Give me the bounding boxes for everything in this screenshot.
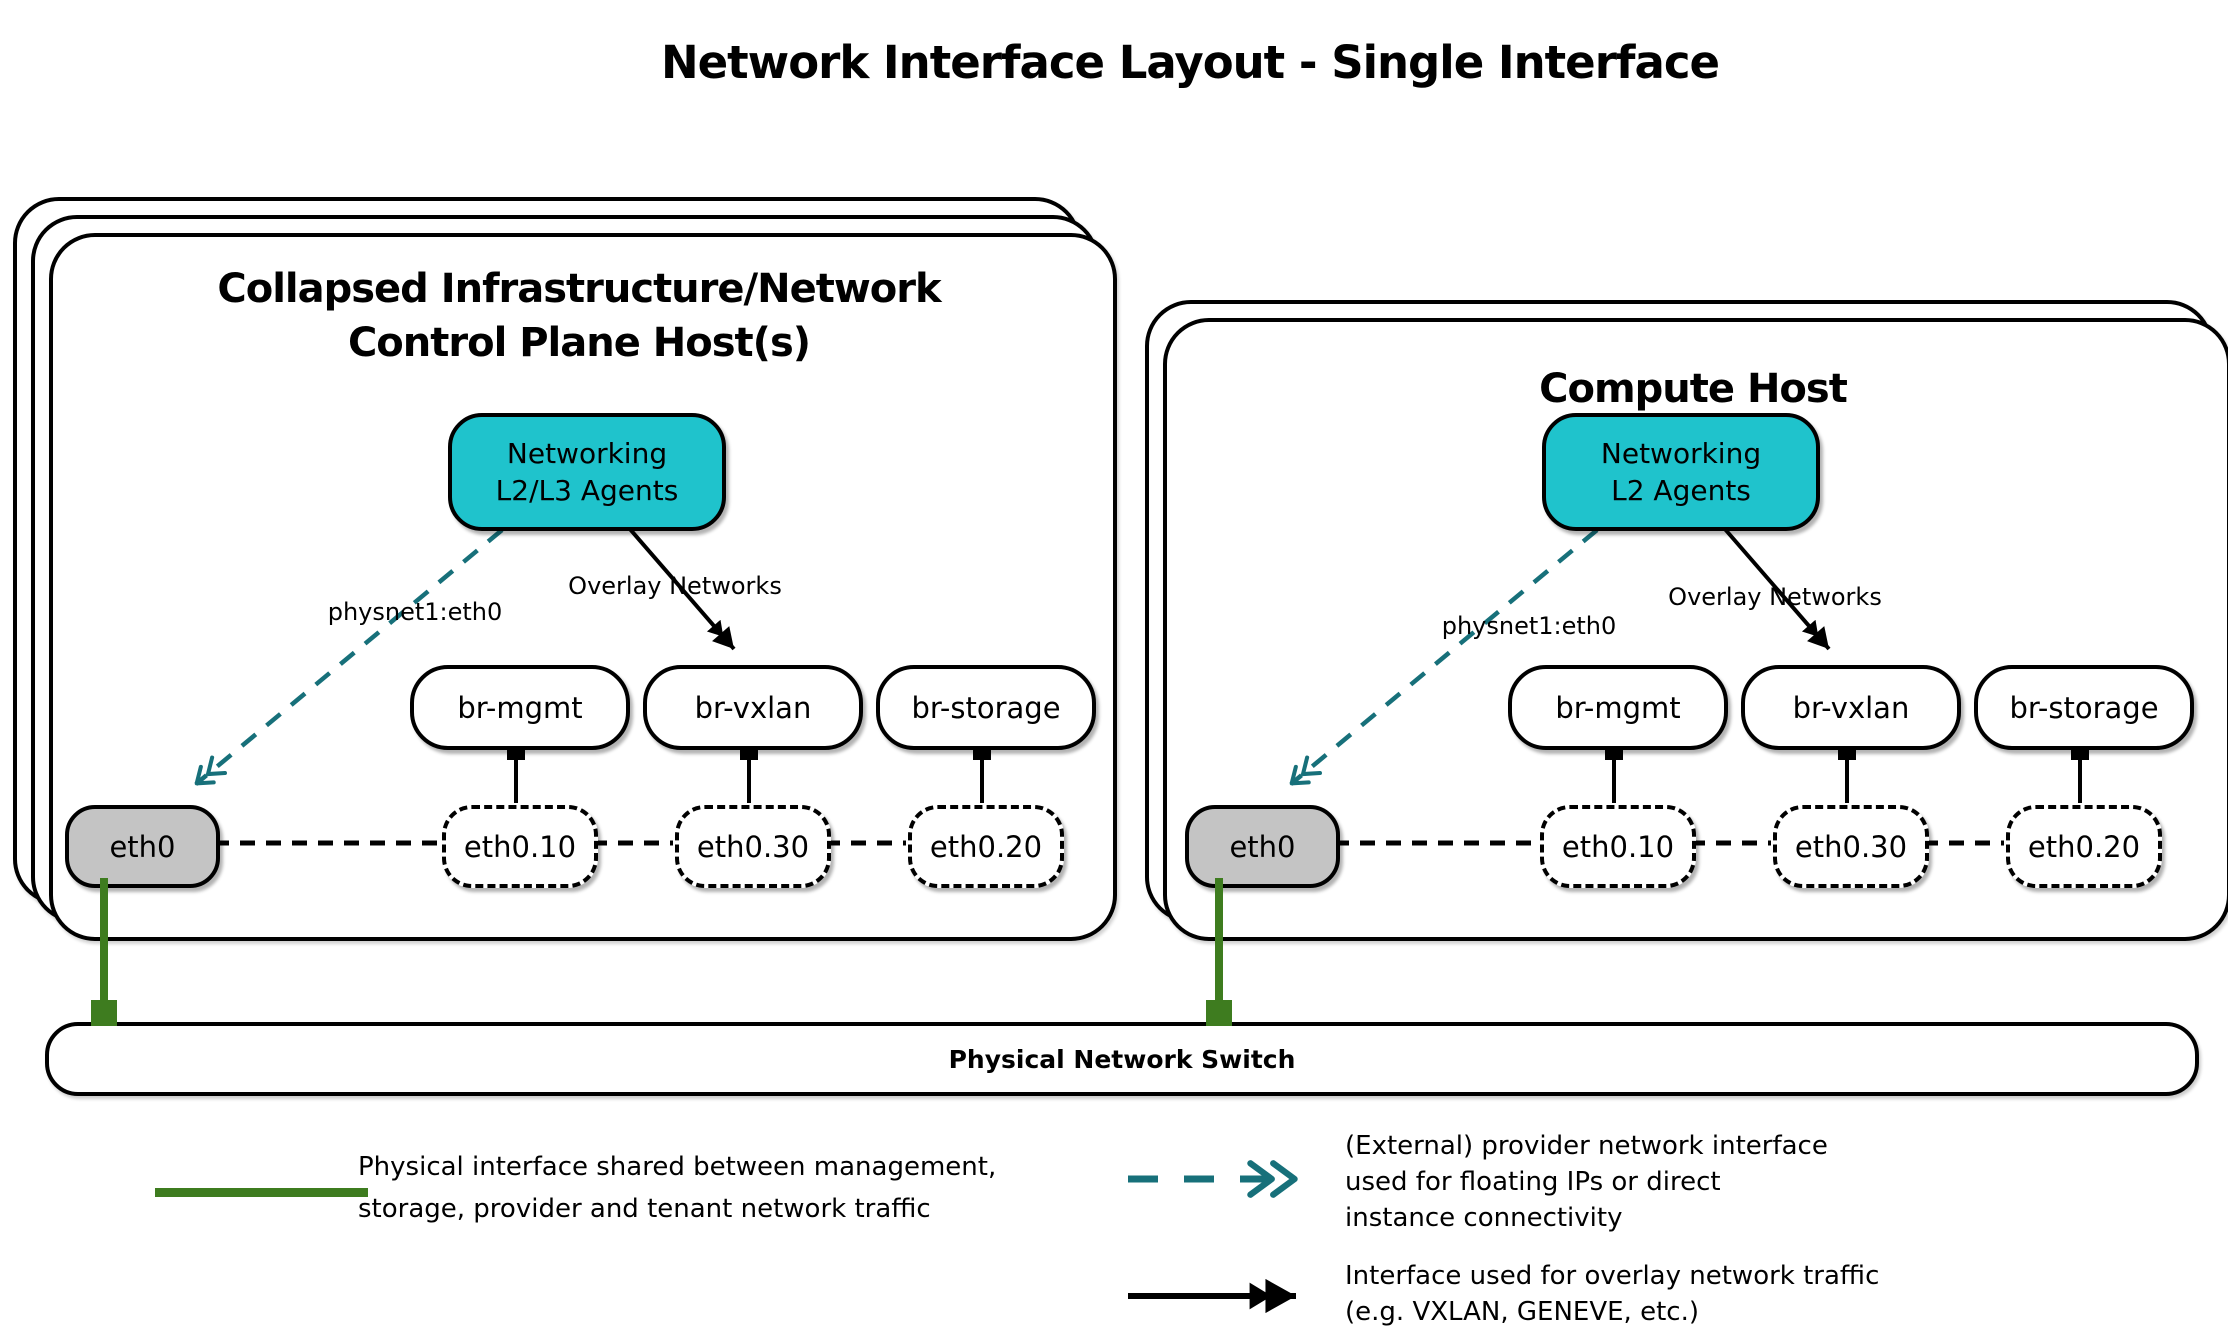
physical-port-left-icon [91,1000,117,1026]
compute-bridge-vxlan: br-vxlan [1741,665,1961,750]
legend-physical-text: Physical interface shared between manage… [358,1152,997,1224]
control-agents-node: Networking L2/L3 Agents [448,413,726,531]
compute-agents-node: Networking L2 Agents [1542,413,1820,531]
compute-bridge-storage: br-storage [1974,665,2194,750]
control-bridge-mgmt: br-mgmt [410,665,630,750]
switch-label: Physical Network Switch [948,1044,1296,1074]
legend-physical-line-icon [155,1188,368,1197]
control-host-title: Collapsed Infrastructure/Network Control… [217,266,941,366]
control-provider-label: physnet1:eth0 [327,598,503,626]
diagram-title: Network Interface Layout - Single Interf… [660,36,1720,89]
control-bridge-vxlan: br-vxlan [643,665,863,750]
physical-network-switch: Physical Network Switch [45,1022,2199,1096]
physical-link-right [1215,878,1223,1004]
physical-link-left [100,878,108,1004]
control-vlan-eth0-10: eth0.10 [442,805,598,888]
compute-host-title: Compute Host [1539,366,1848,412]
legend-provider-text: (External) provider network interface us… [1345,1131,1828,1233]
compute-bridge-mgmt: br-mgmt [1508,665,1728,750]
compute-vlan-eth0-30: eth0.30 [1773,805,1929,888]
physical-port-right-icon [1206,1000,1232,1026]
compute-overlay-label: Overlay Networks [1668,583,1882,611]
compute-provider-label: physnet1:eth0 [1441,612,1617,640]
control-bridge-storage: br-storage [876,665,1096,750]
compute-vlan-eth0-10: eth0.10 [1540,805,1696,888]
control-overlay-label: Overlay Networks [568,572,782,600]
legend-overlay-text: Interface used for overlay network traff… [1345,1261,1880,1327]
control-vlan-eth0-30: eth0.30 [675,805,831,888]
compute-eth0-node: eth0 [1185,805,1340,888]
control-vlan-eth0-20: eth0.20 [908,805,1064,888]
compute-vlan-eth0-20: eth0.20 [2006,805,2162,888]
control-eth0-node: eth0 [65,805,220,888]
